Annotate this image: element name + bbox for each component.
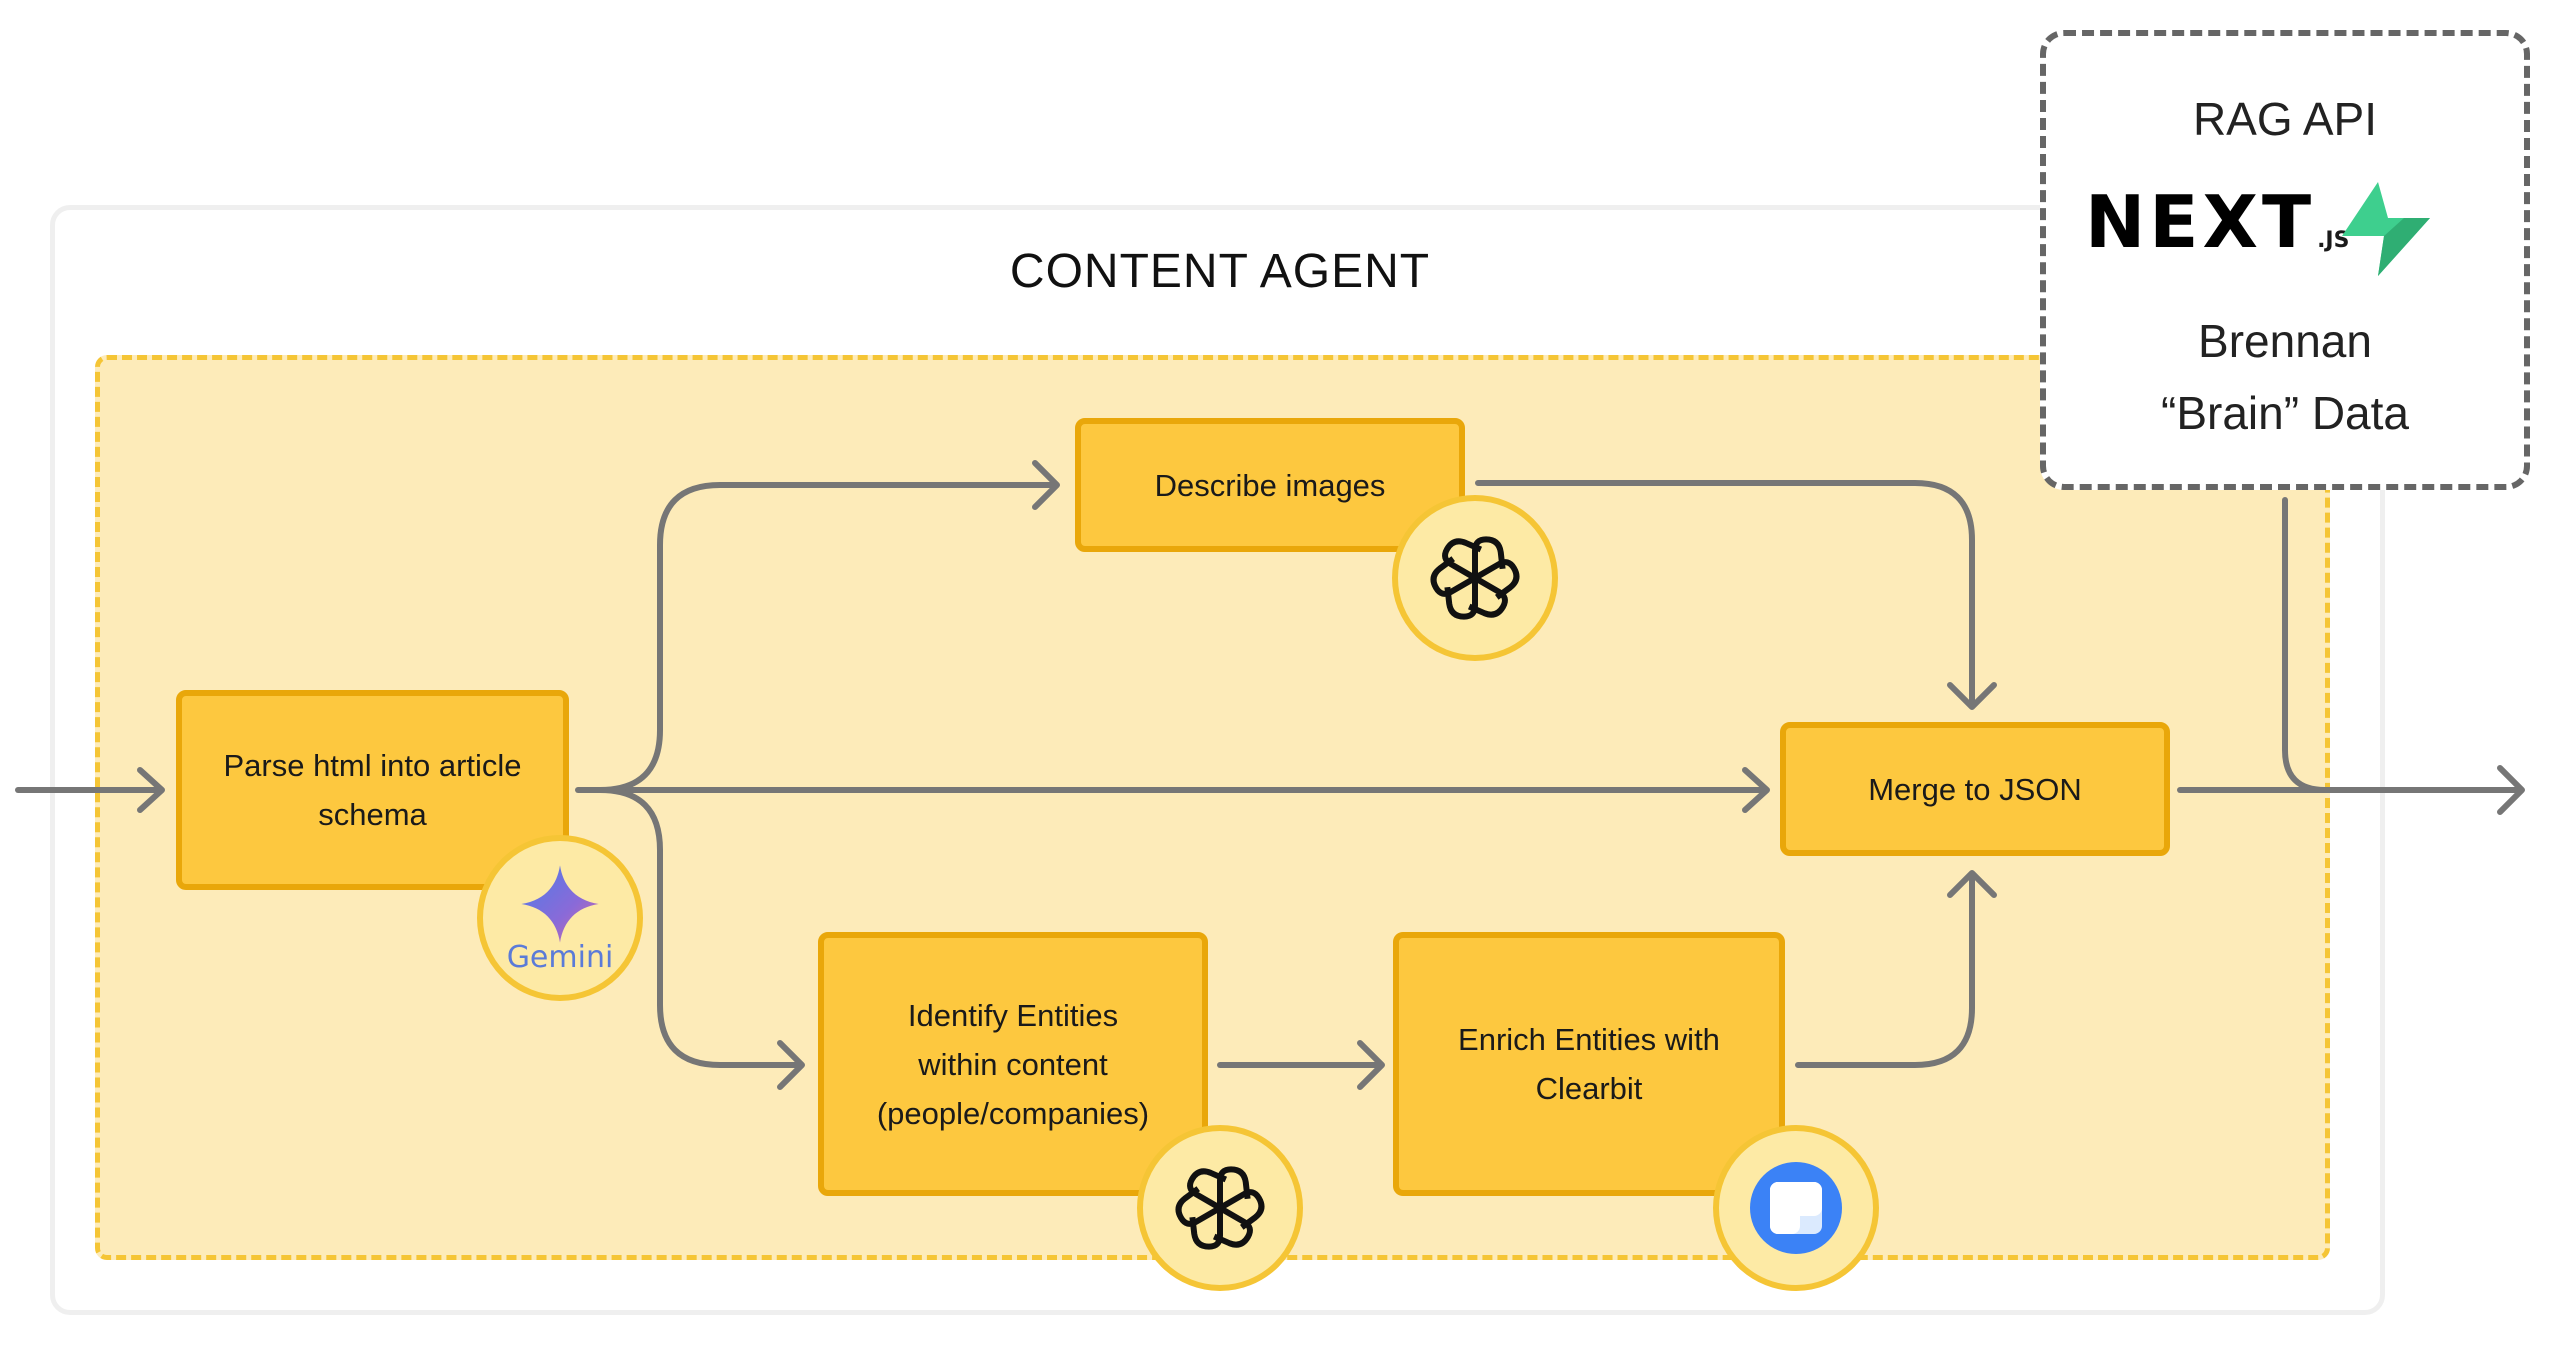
openai-badge-describe (1392, 495, 1558, 661)
merge-json-node[interactable]: Merge to JSON (1780, 722, 2170, 856)
enrich-entities-node[interactable]: Enrich Entities with Clearbit (1393, 932, 1785, 1196)
describe-images-node[interactable]: Describe images (1075, 418, 1465, 552)
parse-to-identify-arrow (597, 787, 803, 1068)
openai-badge-identify (1137, 1125, 1303, 1291)
output-arrowhead (2497, 765, 2525, 815)
nextjs-logo: NEXT.JS (2085, 180, 2349, 264)
enrich-to-merge-arrowhead (1947, 870, 1997, 898)
gemini-badge: Gemini (477, 835, 643, 1001)
describe-to-merge-arrow (1475, 480, 1975, 708)
parse-to-describe-arrowhead (1032, 460, 1060, 510)
enrich-to-merge-arrow (1795, 872, 1975, 1068)
openai-icon (1430, 536, 1520, 620)
parse-to-merge-arrowhead (1742, 767, 1770, 813)
identify-entities-node[interactable]: Identify Entities within content (people… (818, 932, 1208, 1196)
supabase-icon (2342, 182, 2430, 276)
content-agent-title: CONTENT AGENT (1009, 245, 1431, 298)
clearbit-icon (1750, 1162, 1842, 1254)
describe-to-merge-arrowhead (1947, 682, 1997, 710)
clearbit-badge (1713, 1125, 1879, 1291)
rag-api-box (2040, 30, 2530, 490)
rag-api-title: RAG API (2192, 93, 2378, 145)
input-arrowhead (137, 767, 165, 813)
nextjs-logo-text: NEXT (2085, 180, 2316, 264)
gemini-label: Gemini (506, 939, 614, 975)
parse-html-node[interactable]: Parse html into article schema (176, 690, 569, 890)
nextjs-logo-suffix: .JS (2317, 228, 2350, 253)
openai-icon (1175, 1166, 1265, 1250)
identify-to-enrich-arrowhead (1357, 1040, 1385, 1090)
parse-to-identify-arrowhead (777, 1040, 805, 1090)
parse-to-describe-arrow (597, 482, 1058, 793)
rag-api-subtitle: Brennan “Brain” Data (2161, 315, 2409, 439)
rag-to-output-connector (2282, 497, 2363, 793)
gemini-icon (521, 864, 599, 943)
